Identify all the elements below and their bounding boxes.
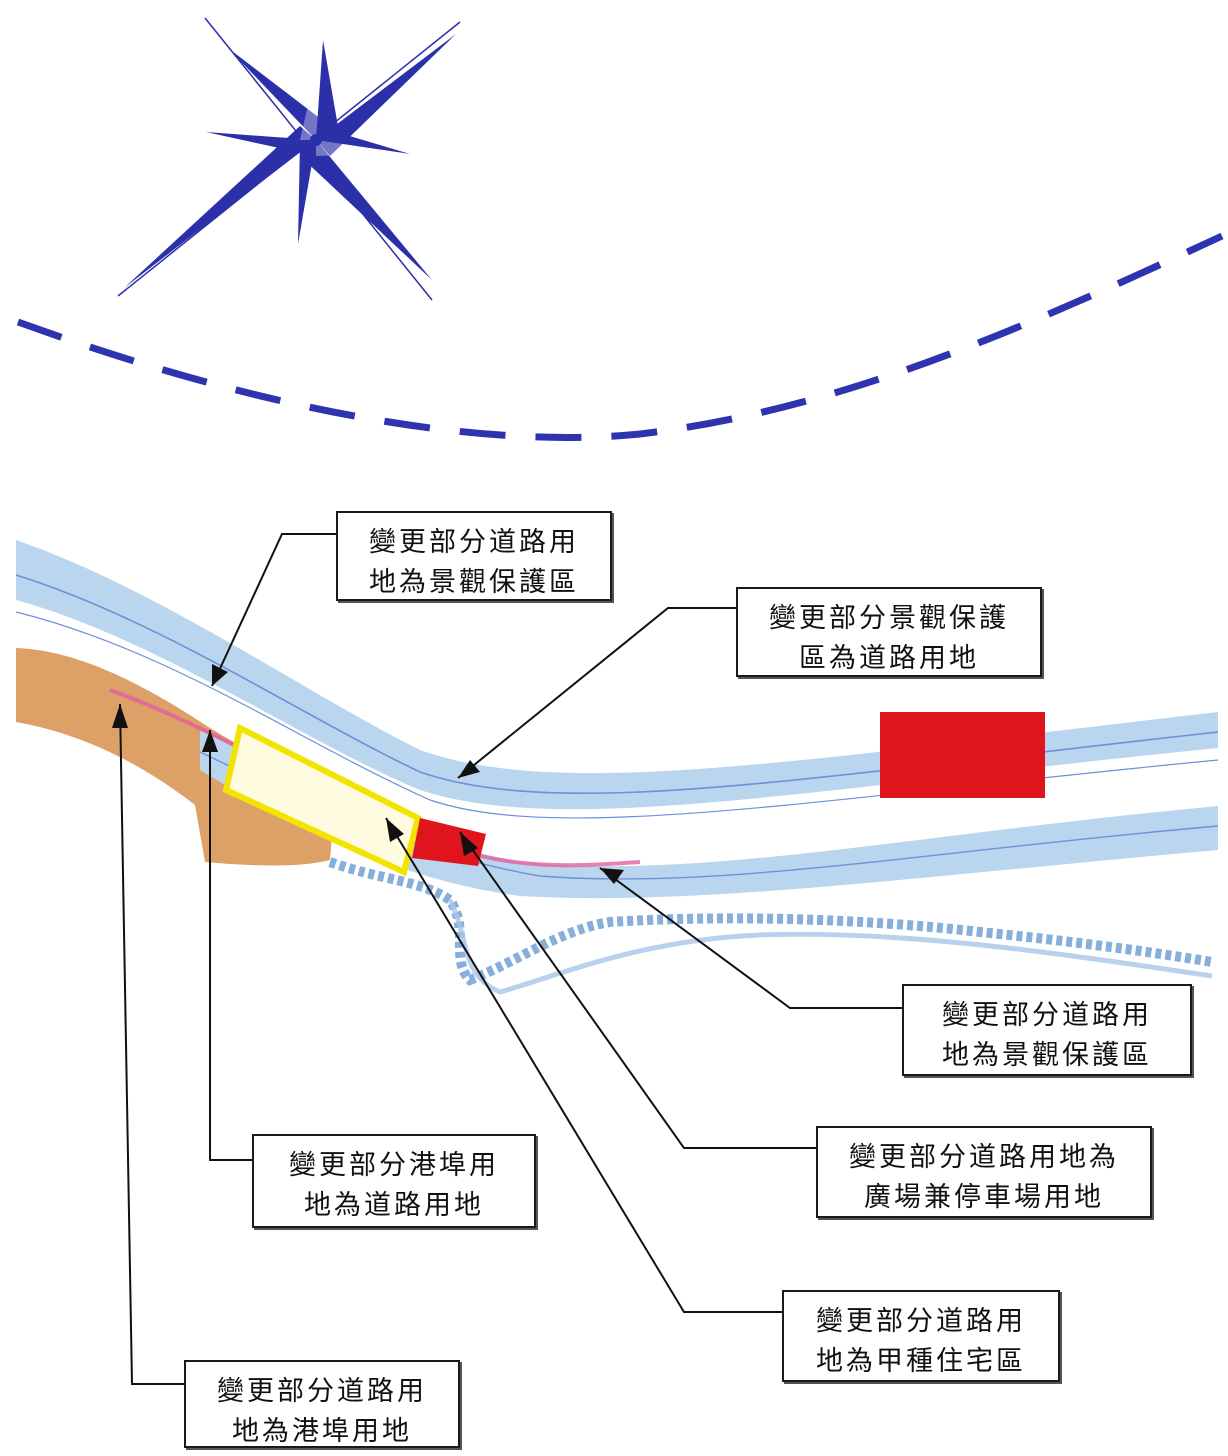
large-red-parcel <box>880 712 1045 798</box>
callout-road-to-residential: 變更部分道路用 地為甲種住宅區 <box>782 1290 1060 1382</box>
plaza-parking-parcel <box>412 818 486 866</box>
callout-road-to-landscape-lower: 變更部分道路用 地為景觀保護區 <box>902 984 1192 1076</box>
harbor-land-area <box>16 648 335 866</box>
planning-boundary-line <box>16 232 1224 441</box>
callout-road-to-plaza-parking: 變更部分道路用地為 廣場兼停車場用地 <box>816 1126 1152 1218</box>
upper-road-band <box>16 540 1218 810</box>
compass-rose-icon <box>117 17 461 301</box>
callout-harbor-to-road: 變更部分港埠用 地為道路用地 <box>252 1134 536 1228</box>
callout-road-to-landscape-upper: 變更部分道路用 地為景觀保護區 <box>336 511 612 601</box>
coastline <box>328 857 1213 986</box>
callout-landscape-to-road: 變更部分景觀保護 區為道路用地 <box>736 587 1042 677</box>
callout-road-to-harbor: 變更部分道路用 地為港埠用地 <box>184 1360 460 1448</box>
residential-zone-outline <box>222 723 422 877</box>
